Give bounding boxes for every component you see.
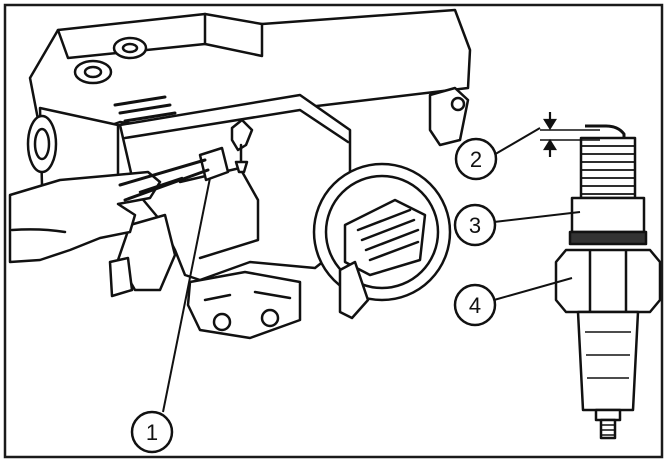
insulator [576,310,640,412]
engine-block [118,93,352,282]
spark-plug-detail [554,124,662,440]
leader-3 [493,211,581,223]
callout-1: 1 [130,410,174,454]
gap-indicator [540,112,600,157]
hand-with-wrench [8,158,210,264]
starter-handle [338,260,370,320]
leader-1 [162,177,211,413]
leader-lines [162,127,581,413]
leader-4 [493,277,573,301]
callout-label-4: 4 [469,293,481,318]
gasket [568,230,648,246]
callout-label-3: 3 [469,213,481,238]
hex-nut [554,248,662,314]
seat [570,196,646,234]
threaded-body [579,136,637,200]
leader-2 [491,127,541,157]
callout-label-1: 1 [146,420,158,445]
callout-2: 2 [454,137,498,181]
callout-4: 4 [453,283,497,327]
callout-3: 3 [453,203,497,247]
ground-electrode [585,124,626,143]
callout-label-2: 2 [470,147,482,172]
